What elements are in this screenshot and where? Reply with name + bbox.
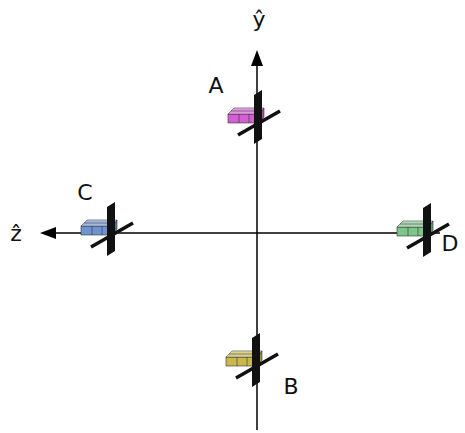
- sample-label: D: [442, 233, 459, 255]
- sample-label: C: [77, 182, 92, 204]
- axis-label: ŷ: [252, 9, 265, 31]
- z-arrowhead: [40, 227, 56, 239]
- sample-label: B: [283, 376, 298, 398]
- sample-a: [228, 90, 280, 144]
- sample-b: [226, 333, 278, 387]
- axis-label: ẑ: [10, 223, 22, 245]
- y-arrowhead: [251, 50, 263, 66]
- sample-c: [81, 202, 133, 256]
- sample-d: [397, 203, 449, 257]
- sample-label: A: [208, 75, 223, 97]
